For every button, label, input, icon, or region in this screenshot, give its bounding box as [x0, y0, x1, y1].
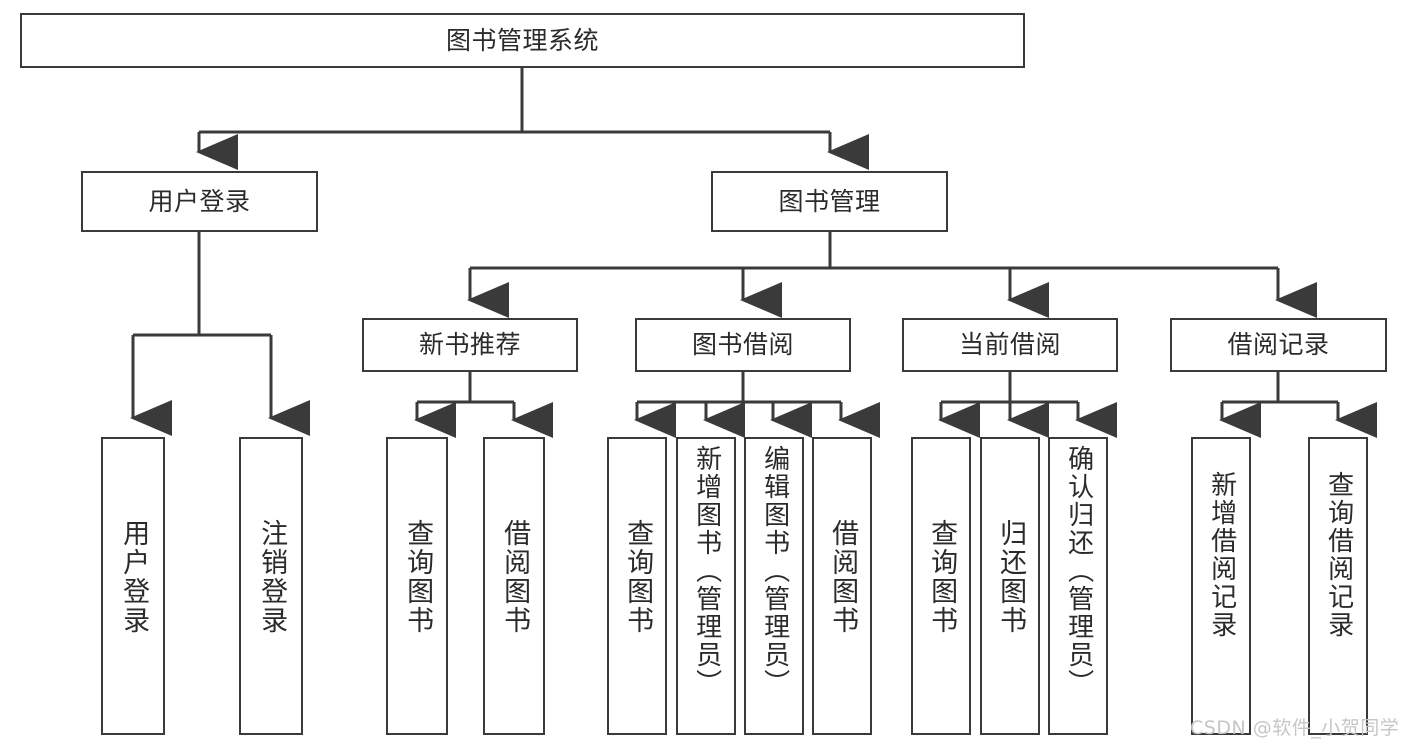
node-leaf-edit-book[interactable]: 编辑图书（管理员）	[744, 437, 804, 735]
node-leaf-return-book-label: 归还图书	[995, 519, 1027, 635]
node-leaf-edit-book-label: 编辑图书（管理员）	[759, 445, 790, 697]
node-book-manage-label: 图书管理	[778, 186, 881, 216]
node-book-borrow[interactable]: 图书借阅	[635, 318, 851, 372]
node-leaf-user-login[interactable]: 用户登录	[101, 437, 165, 735]
csdn-watermark: CSDN @软件_小贺同学	[1190, 717, 1400, 739]
node-leaf-user-logout-label: 注销登录	[256, 519, 288, 635]
node-root-label: 图书管理系统	[445, 25, 599, 55]
node-leaf-query-record-label: 查询借阅记录	[1323, 471, 1354, 639]
node-leaf-query-book-2[interactable]: 查询图书	[607, 437, 667, 735]
node-current-borrow-label: 当前借阅	[958, 330, 1061, 360]
node-leaf-borrow-book-1[interactable]: 借阅图书	[483, 437, 545, 735]
node-leaf-query-book-2-label: 查询图书	[622, 519, 654, 635]
node-new-book-rec-label: 新书推荐	[418, 330, 521, 360]
node-leaf-query-book-3[interactable]: 查询图书	[911, 437, 971, 735]
node-book-manage[interactable]: 图书管理	[711, 171, 948, 232]
node-leaf-confirm-return[interactable]: 确认归还（管理员）	[1048, 437, 1108, 735]
node-leaf-borrow-book-2-label: 借阅图书	[827, 519, 859, 635]
node-leaf-add-book-label: 新增图书（管理员）	[691, 445, 722, 697]
node-leaf-query-book-1[interactable]: 查询图书	[386, 437, 448, 735]
node-leaf-query-book-3-label: 查询图书	[926, 519, 958, 635]
node-leaf-return-book[interactable]: 归还图书	[980, 437, 1040, 735]
node-borrow-record[interactable]: 借阅记录	[1170, 318, 1387, 372]
node-leaf-add-record[interactable]: 新增借阅记录	[1191, 437, 1251, 735]
node-leaf-add-record-label: 新增借阅记录	[1206, 471, 1237, 639]
node-leaf-borrow-book-1-label: 借阅图书	[499, 519, 531, 635]
node-borrow-record-label: 借阅记录	[1227, 330, 1330, 360]
node-leaf-query-book-1-label: 查询图书	[402, 519, 434, 635]
node-book-borrow-label: 图书借阅	[691, 330, 794, 360]
node-user-login[interactable]: 用户登录	[81, 171, 318, 232]
node-root[interactable]: 图书管理系统	[20, 13, 1025, 68]
node-leaf-borrow-book-2[interactable]: 借阅图书	[812, 437, 872, 735]
node-current-borrow[interactable]: 当前借阅	[902, 318, 1118, 372]
node-leaf-user-logout[interactable]: 注销登录	[239, 437, 303, 735]
node-leaf-user-login-label: 用户登录	[118, 519, 150, 635]
node-leaf-confirm-return-label: 确认归还（管理员）	[1063, 445, 1094, 697]
node-new-book-rec[interactable]: 新书推荐	[362, 318, 578, 372]
node-user-login-label: 用户登录	[148, 186, 251, 216]
node-leaf-query-record[interactable]: 查询借阅记录	[1308, 437, 1368, 735]
node-leaf-add-book[interactable]: 新增图书（管理员）	[676, 437, 736, 735]
